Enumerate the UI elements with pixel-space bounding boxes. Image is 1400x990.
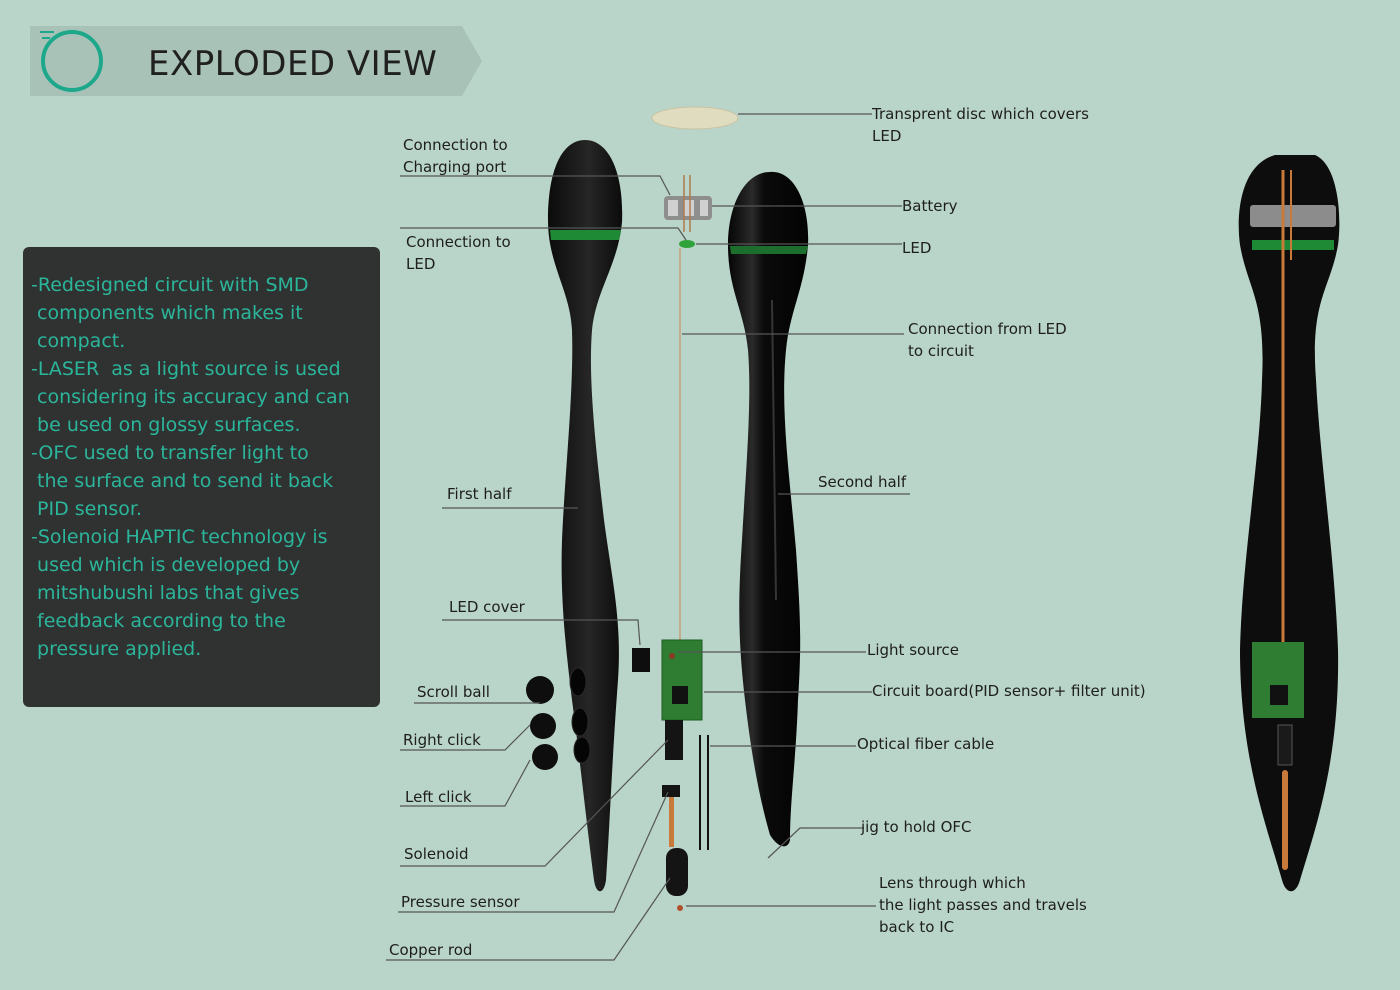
label-second-half: Second half xyxy=(818,473,907,491)
label-solenoid: Solenoid xyxy=(404,845,469,863)
lens-part xyxy=(677,905,683,911)
led-part xyxy=(679,240,695,248)
assembled-pen xyxy=(1238,155,1340,892)
label-light-source: Light source xyxy=(867,641,960,659)
solenoid-part xyxy=(665,720,683,760)
jig-part xyxy=(666,848,688,896)
circuit-board-part xyxy=(661,639,703,721)
label-circuit-board: Circuit board(PID sensor+ filter unit) xyxy=(872,682,1146,700)
label-led: LED xyxy=(902,239,932,257)
scroll-ball-part xyxy=(526,676,554,704)
label-right-click: Right click xyxy=(403,731,481,749)
disc-part xyxy=(651,106,739,130)
label-led-to-circuit: Connection from LED to circuit xyxy=(908,320,1067,360)
label-first-half: First half xyxy=(447,485,512,503)
label-lens: Lens through which the light passes and … xyxy=(879,874,1087,936)
feature-list: -Redesigned circuit with SMD components … xyxy=(31,271,376,663)
page-title: EXPLODED VIEW xyxy=(148,44,438,84)
label-led-connection: Connection to LED xyxy=(406,233,511,273)
title-banner: EXPLODED VIEW xyxy=(30,26,482,96)
left-click-button-part xyxy=(532,744,558,770)
label-scroll-ball: Scroll ball xyxy=(417,683,490,701)
ring-icon xyxy=(40,30,103,92)
label-pressure-sensor: Pressure sensor xyxy=(401,893,520,911)
info-panel: -Redesigned circuit with SMD components … xyxy=(23,247,380,707)
label-copper-rod: Copper rod xyxy=(389,941,473,959)
first-half-shell xyxy=(548,140,623,892)
leader-lines xyxy=(386,113,910,961)
label-left-click: Left click xyxy=(405,788,472,806)
feature-item-laser: -LASER as a light source is used conside… xyxy=(31,358,350,436)
feature-item-haptic: -Solenoid HAPTIC technology is used whic… xyxy=(31,526,328,660)
label-disc: Transprent disc which covers LED xyxy=(872,105,1089,145)
banner-shape xyxy=(30,26,482,96)
label-led-cover: LED cover xyxy=(449,598,525,616)
feature-item-circuit: -Redesigned circuit with SMD components … xyxy=(31,274,309,352)
second-half-shell xyxy=(728,171,809,847)
battery-part xyxy=(664,196,712,220)
copper-rod-part xyxy=(669,797,674,847)
label-optical-fiber: Optical fiber cable xyxy=(857,735,995,753)
label-charging-port: Connection to Charging port xyxy=(403,136,508,176)
right-click-button-part xyxy=(530,713,556,739)
feature-item-ofc: -OFC used to transfer light to the surfa… xyxy=(31,442,334,520)
label-battery: Battery xyxy=(902,197,958,215)
led-cover-part xyxy=(632,648,650,672)
pressure-sensor-part xyxy=(662,785,680,797)
center-components xyxy=(651,106,739,911)
label-jig: jig to hold OFC xyxy=(861,818,972,836)
